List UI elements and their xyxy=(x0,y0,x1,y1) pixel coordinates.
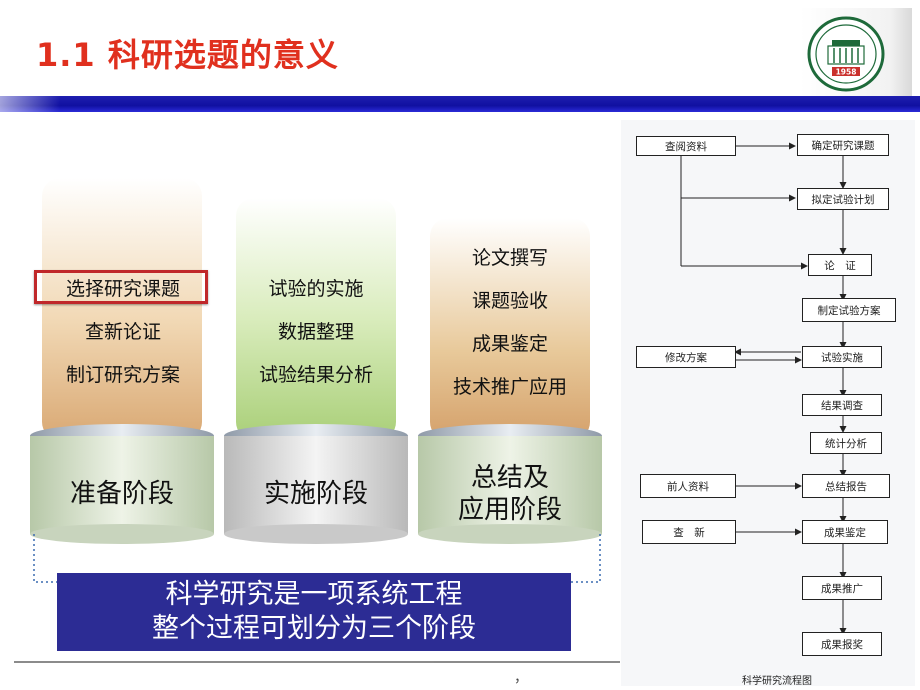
flow-node-topic: 确定研究课题 xyxy=(797,134,889,156)
logo-area: 1958 xyxy=(800,8,912,100)
page-title: 1.1 科研选题的意义 xyxy=(36,36,339,74)
stage3-label-line1: 总结及 xyxy=(470,463,549,493)
summary-box: 科学研究是一项系统工程 整个过程可划分为三个阶段 xyxy=(57,573,571,651)
stage3-item-appraisal: 成果鉴定 xyxy=(471,333,548,355)
stage2-label: 实施阶段 xyxy=(263,479,368,509)
flow-node-stats: 统计分析 xyxy=(810,432,882,454)
flowchart-connectors xyxy=(680,142,847,635)
stage3-label-line2: 应用阶段 xyxy=(457,495,562,525)
stage2-item-analysis: 试验结果分析 xyxy=(258,364,373,386)
page-mark: ， xyxy=(514,670,528,686)
bottom-rule xyxy=(14,661,620,663)
stage-pillars-graphic xyxy=(30,178,602,583)
flow-node-appraise: 成果鉴定 xyxy=(802,520,888,544)
flow-node-survey: 结果调查 xyxy=(802,394,882,416)
flow-node-promote: 成果推广 xyxy=(802,576,882,600)
summary-line1: 科学研究是一项系统工程 xyxy=(165,579,463,610)
stage2-item-data: 数据整理 xyxy=(277,321,354,343)
title-underline-bar xyxy=(0,96,920,112)
flow-node-scheme: 制定试验方案 xyxy=(802,298,896,322)
stage3-item-promotion: 技术推广应用 xyxy=(452,376,567,398)
highlight-box xyxy=(34,270,208,304)
stage1-item-select-topic: 选择研究课题 xyxy=(65,278,180,300)
stage1-label: 准备阶段 xyxy=(69,479,174,509)
flow-node-plan: 拟定试验计划 xyxy=(797,188,889,210)
flow-node-prior: 前人资料 xyxy=(640,474,736,498)
flow-node-revise: 修改方案 xyxy=(636,346,736,368)
flow-node-run: 试验实施 xyxy=(802,346,882,368)
stage3-item-acceptance: 课题验收 xyxy=(471,290,548,312)
flowchart-caption: 科学研究流程图 xyxy=(742,676,812,687)
stage3-item-paper: 论文撰写 xyxy=(471,247,548,269)
summary-line2: 整个过程可划分为三个阶段 xyxy=(152,613,476,644)
stage1-item-plan: 制订研究方案 xyxy=(65,364,180,386)
logo-year: 1958 xyxy=(836,68,857,77)
flow-node-award: 成果报奖 xyxy=(802,632,882,656)
flow-node-lookup: 查阅资料 xyxy=(636,136,736,156)
stage1-item-novelty-check: 查新论证 xyxy=(84,321,161,343)
stage2-item-implement: 试验的实施 xyxy=(268,278,364,300)
university-logo-icon: 1958 xyxy=(807,16,885,92)
title-bar-fade xyxy=(0,96,60,112)
flow-node-report: 总结报告 xyxy=(802,474,890,498)
flow-node-novelty: 查 新 xyxy=(642,520,736,544)
flow-node-argue: 论 证 xyxy=(808,254,872,276)
